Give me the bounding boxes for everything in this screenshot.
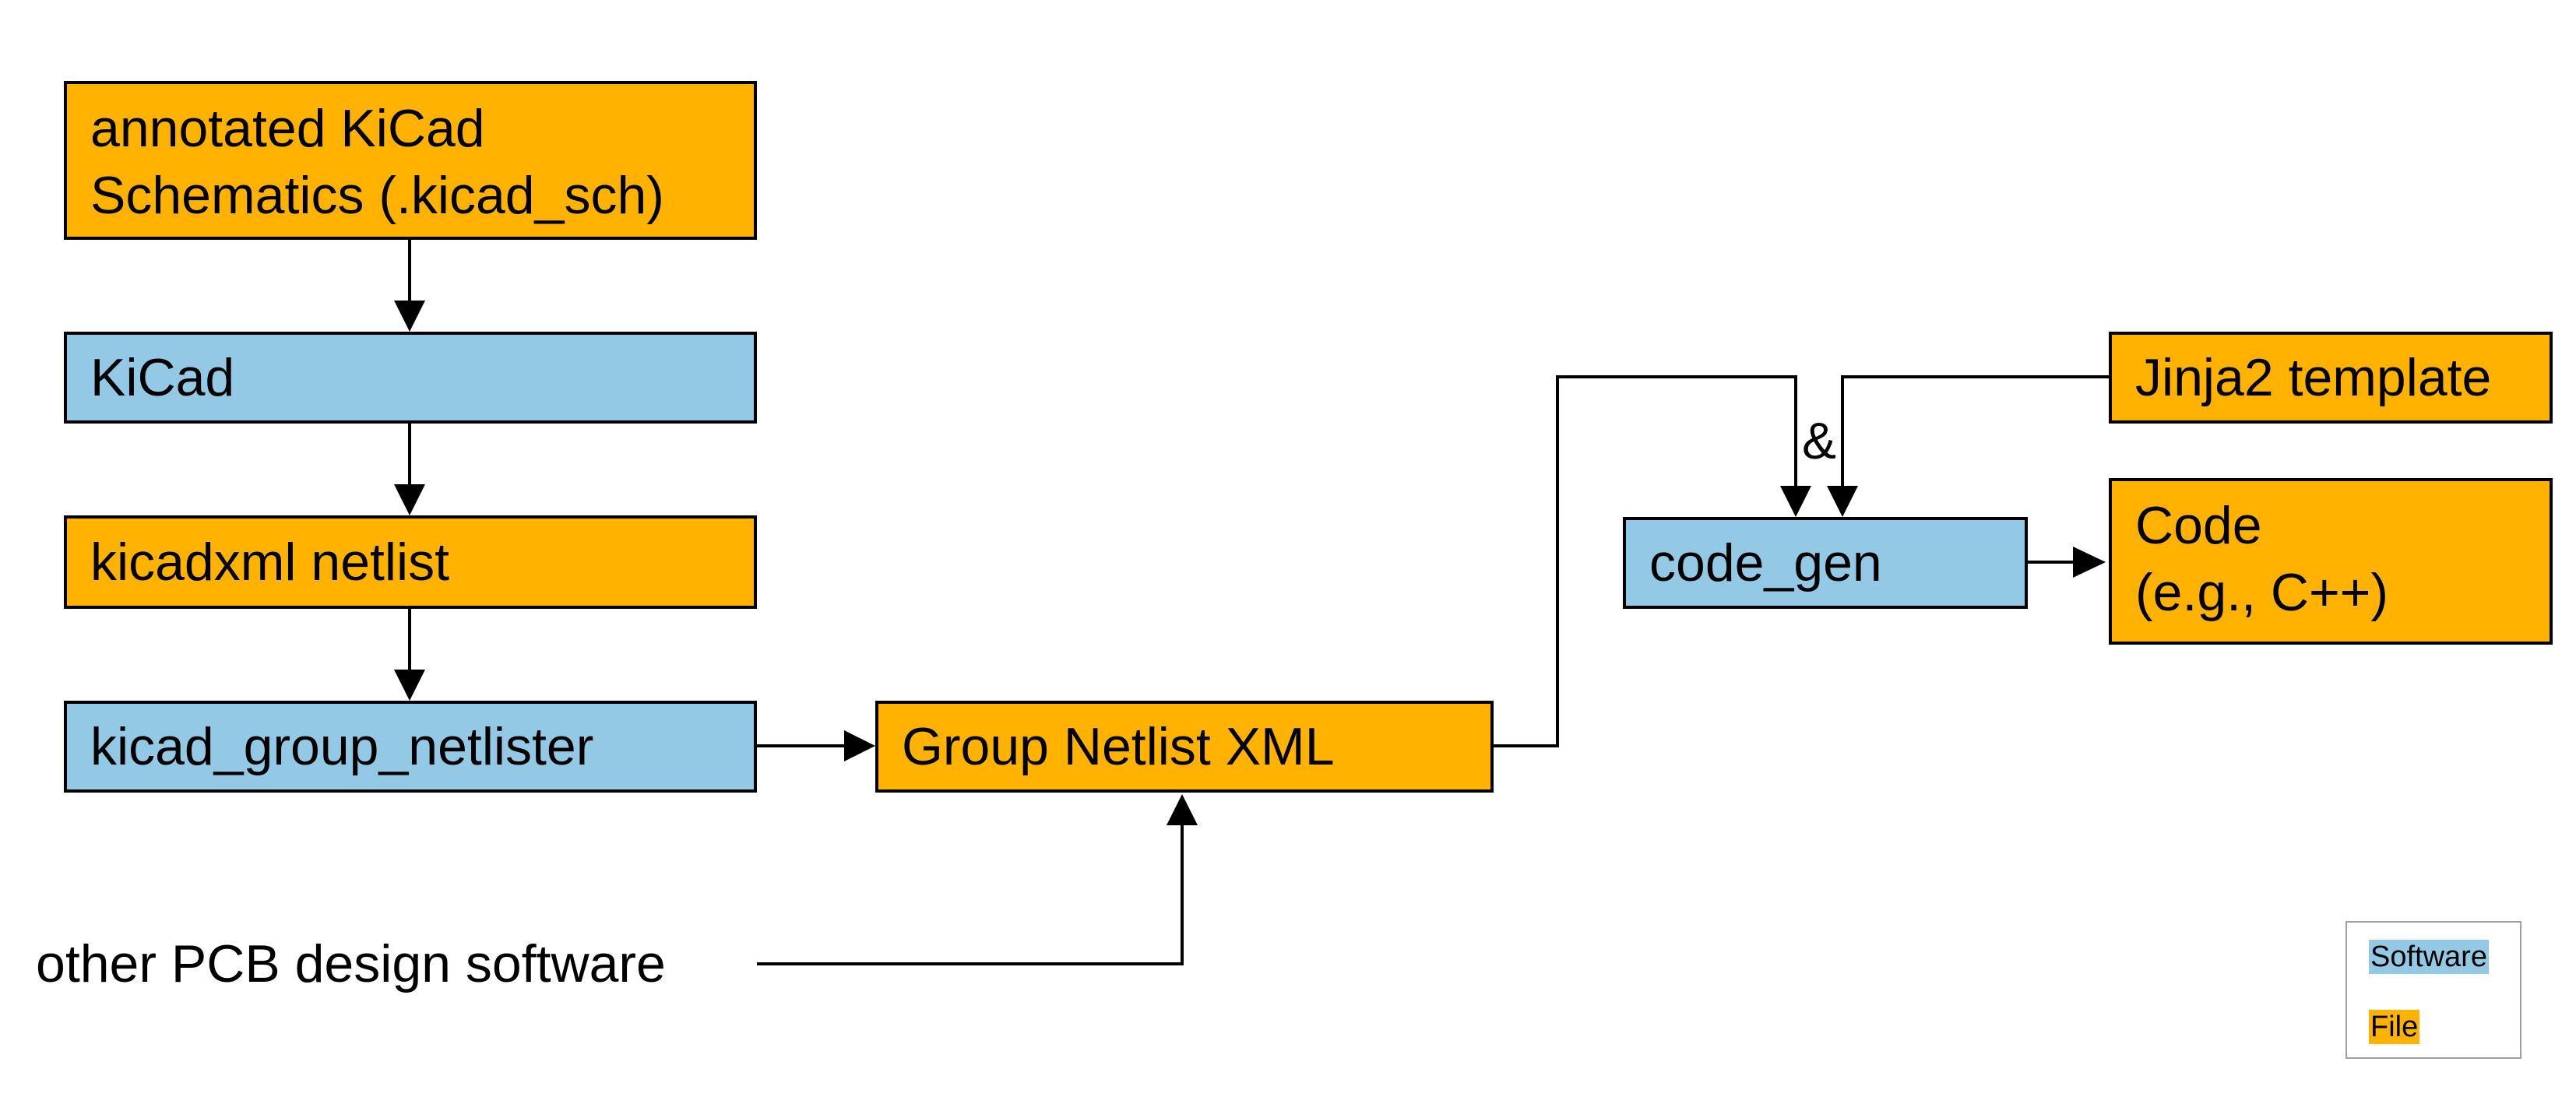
legend-software: Software [2369,940,2489,974]
arrowhead-netlister [394,670,425,701]
arrow-other-pcb-to-groupxml [757,824,1184,965]
arrow-jinja2-to-codegen [1841,375,2109,489]
node-schematics-line2: Schematics (.kicad_sch) [90,166,664,225]
legend-file: File [2369,1010,2420,1044]
arrowhead-kicad [394,301,425,332]
node-schematics-line1: annotated KiCad [90,99,485,158]
arrow-groupxml-to-codegen [1492,375,1797,747]
node-kicad-group-netlister: kicad_group_netlister [64,701,757,793]
arrowhead-codegen-left [1780,486,1811,517]
arrowhead-code [2073,547,2106,578]
node-jinja2-template-label: Jinja2 template [2135,348,2492,407]
node-kicad-label: KiCad [90,348,235,407]
arrowhead-groupxml-bottom [1167,794,1198,825]
node-kicadxml-netlist-label: kicadxml netlist [90,533,450,592]
node-code-gen: code_gen [1623,517,2028,609]
and-symbol: & [1802,412,1837,469]
arrowhead-codegen-right [1827,486,1858,517]
label-other-pcb-design-software: other PCB design software [36,934,666,993]
node-group-netlist-xml: Group Netlist XML [875,701,1494,793]
node-annotated-kicad-schematics: annotated KiCad Schematics (.kicad_sch) [64,81,757,240]
node-kicad-group-netlister-label: kicad_group_netlister [90,717,594,776]
node-group-netlist-xml-label: Group Netlist XML [902,717,1335,776]
node-code-line1: Code [2135,496,2262,555]
arrowhead-groupxml-left [844,730,875,761]
node-code-line2: (e.g., C++) [2135,563,2389,622]
node-code: Code (e.g., C++) [2109,478,2553,645]
node-kicad: KiCad [64,332,757,424]
arrowhead-netlist [394,484,425,515]
node-kicadxml-netlist: kicadxml netlist [64,515,757,609]
legend: Software File [2345,921,2521,1059]
node-jinja2-template: Jinja2 template [2109,332,2553,424]
node-code-gen-label: code_gen [1649,533,1882,592]
